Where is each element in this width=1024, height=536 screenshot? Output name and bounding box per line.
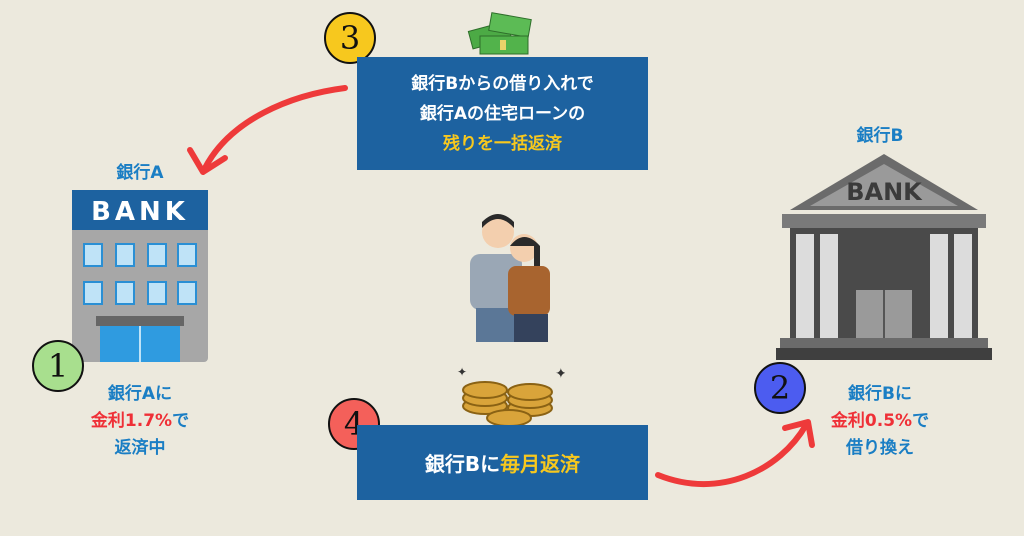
step-3-line-3: 残りを一括返済 [443, 133, 562, 154]
step-3-line-1: 銀行Bからの借り入れで [411, 73, 594, 94]
step-3-box: 銀行Bからの借り入れで 銀行Aの住宅ローンの 残りを一括返済 [357, 57, 648, 170]
step-2-badge: 2 [754, 362, 806, 414]
bank-b-sign: BANK [846, 178, 923, 206]
coins-icon: ✦ ✦ [457, 365, 565, 427]
bank-a-label: 銀行A [116, 163, 164, 183]
bank-b-label: 銀行B [856, 126, 904, 146]
step-1-text: 銀行Aに 金利1.7%で 返済中 [60, 381, 220, 462]
step-1-badge: 1 [32, 340, 84, 392]
step-4-badge: 4 [328, 398, 380, 450]
arrow-step4-to-bank-b [655, 422, 809, 487]
bank-a-building-icon: BANK [72, 190, 208, 362]
bank-b-building-icon: BANK [776, 154, 992, 360]
step-number: 3 [339, 19, 361, 57]
step-number: 1 [47, 347, 69, 385]
couple-illustration [470, 214, 550, 342]
step-2-line-1: 銀行Bに [848, 384, 912, 404]
step-2-text: 銀行Bに 金利0.5%で 借り換え [800, 381, 960, 462]
step-4-highlight: 毎月返済 [500, 452, 581, 476]
arrow-step3-to-bank-a [202, 85, 348, 171]
step-number: 2 [769, 369, 791, 407]
money-stack-icon [467, 12, 532, 55]
step-1-rate: 金利1.7% [90, 411, 173, 431]
step-3-badge: 3 [324, 12, 376, 64]
step-2-line-3: 借り換え [846, 438, 914, 458]
bank-a-sign: BANK [91, 197, 189, 227]
sparkle-icon: ✦ [555, 366, 565, 382]
step-1-line-1: 銀行Aに [107, 384, 173, 404]
step-4-text: 銀行Bに [424, 452, 501, 476]
step-3-line-2: 銀行Aの住宅ローンの [419, 103, 586, 124]
step-2-line-2-tail: で [912, 411, 930, 431]
step-1-line-2-tail: で [172, 411, 190, 431]
step-1-line-3: 返済中 [114, 438, 166, 458]
step-4-box: 銀行Bに毎月返済 [357, 425, 648, 500]
step-2-rate: 金利0.5% [830, 411, 913, 431]
sparkle-icon: ✦ [457, 365, 467, 379]
